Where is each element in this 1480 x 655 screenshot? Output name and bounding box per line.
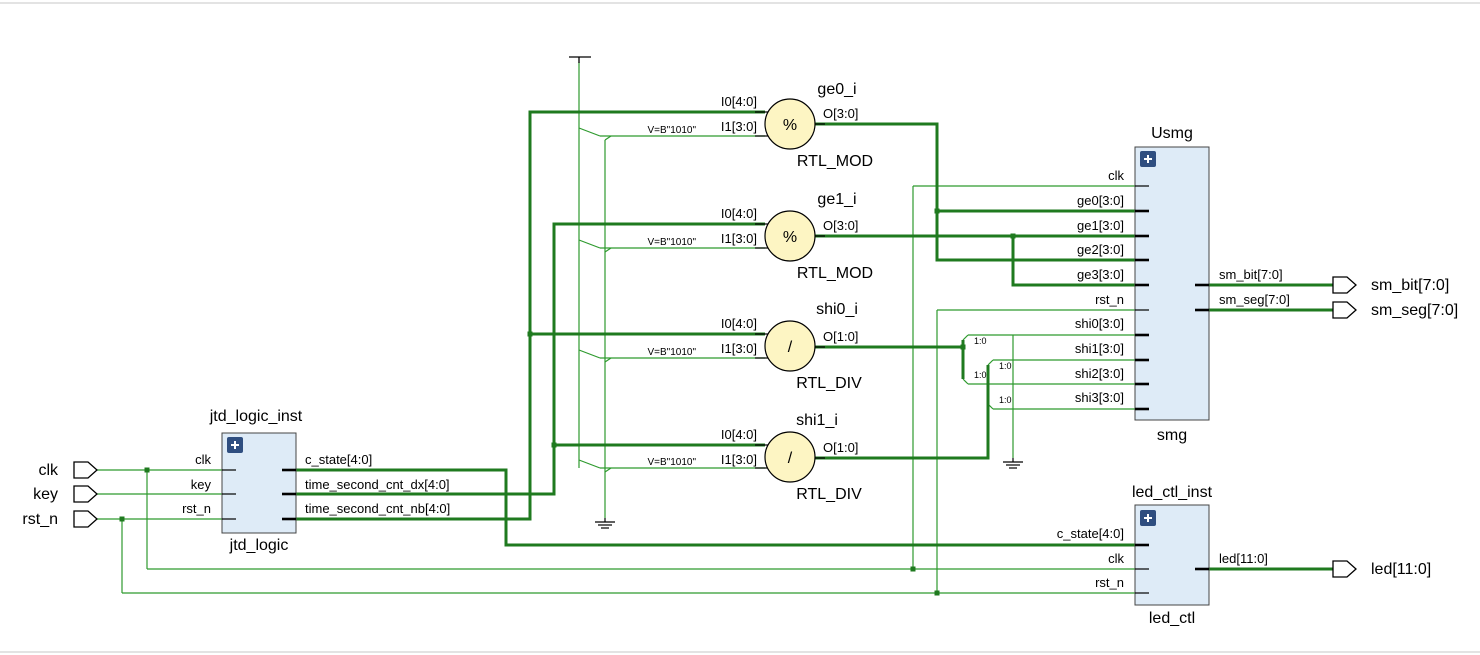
pin-label: O[1:0]	[823, 440, 858, 455]
pin-label: ge1[3:0]	[1077, 218, 1124, 233]
pin-label: I0[4:0]	[721, 206, 757, 221]
plus-icon[interactable]	[1140, 510, 1156, 526]
block-jtd-logic-inst[interactable]: jtd_logic_inst clk key rst_n c_state[4:0…	[182, 408, 450, 554]
operator-type: RTL_DIV	[796, 375, 862, 392]
input-port-icon	[73, 510, 98, 528]
pin-label: I1[3:0]	[721, 452, 757, 467]
slice-label: 1:0	[974, 370, 987, 380]
operator-type: RTL_MOD	[797, 153, 873, 170]
output-port-icon	[1332, 560, 1357, 578]
pin-label: clk	[195, 452, 211, 467]
output-port-label: sm_bit[7:0]	[1371, 277, 1449, 294]
input-port-key[interactable]: key	[33, 485, 98, 503]
pin-label: ge3[3:0]	[1077, 267, 1124, 282]
ground-icon	[1003, 458, 1023, 469]
bus-wires	[296, 110, 1333, 571]
input-port-label: key	[33, 486, 58, 503]
block-led-ctl-inst[interactable]: led_ctl_inst c_state[4:0] clk rst_n led[…	[1057, 484, 1268, 627]
operator-name: shi1_i	[796, 412, 838, 429]
vcc-rail	[569, 56, 591, 63]
plus-icon[interactable]	[1140, 151, 1156, 167]
input-port-label: clk	[38, 462, 59, 479]
input-port-clk[interactable]: clk	[38, 461, 98, 479]
plus-icon[interactable]	[227, 437, 243, 453]
pin-label: ge2[3:0]	[1077, 242, 1124, 257]
pin-label: c_state[4:0]	[305, 452, 372, 467]
output-port-sm_bit[interactable]: sm_bit[7:0]	[1332, 276, 1449, 294]
input-port-label: rst_n	[22, 511, 58, 528]
pin-label: I1[3:0]	[721, 341, 757, 356]
instance-name: jtd_logic_inst	[209, 408, 303, 425]
constant-label: V=B"1010"	[647, 457, 696, 468]
pin-label: shi2[3:0]	[1075, 366, 1124, 381]
pin-label: rst_n	[1095, 292, 1124, 307]
operator-shi0-i[interactable]: shi0_i / I0[4:0] I1[3:0] O[1:0] V=B"1010…	[647, 301, 862, 392]
pin-label: c_state[4:0]	[1057, 526, 1124, 541]
pin-label: shi3[3:0]	[1075, 390, 1124, 405]
pin-label: O[3:0]	[823, 106, 858, 121]
input-port-icon	[73, 485, 98, 503]
instance-type: jtd_logic	[229, 537, 289, 554]
output-port-label: led[11:0]	[1371, 561, 1431, 578]
pin-label: sm_bit[7:0]	[1219, 267, 1283, 282]
operator-symbol: %	[783, 117, 797, 134]
pin-label: time_second_cnt_nb[4:0]	[305, 501, 450, 516]
junction-dots	[119, 208, 1016, 596]
pin-label: key	[191, 477, 212, 492]
operator-symbol: %	[783, 229, 797, 246]
thin-wires	[97, 62, 1135, 594]
slice-labels: 1:0 1:0 1:0 1:0	[974, 336, 1012, 405]
output-port-led[interactable]: led[11:0]	[1332, 560, 1431, 578]
slice-label: 1:0	[999, 361, 1012, 371]
instance-name: Usmg	[1151, 125, 1193, 142]
pin-label: I0[4:0]	[721, 316, 757, 331]
ground-icon	[595, 518, 615, 529]
operator-name: shi0_i	[816, 301, 858, 318]
constant-label: V=B"1010"	[647, 237, 696, 248]
constant-label: V=B"1010"	[647, 125, 696, 136]
pin-label: I1[3:0]	[721, 119, 757, 134]
pin-label: rst_n	[1095, 575, 1124, 590]
pin-label: ge0[3:0]	[1077, 193, 1124, 208]
operator-shi1-i[interactable]: shi1_i / I0[4:0] I1[3:0] O[1:0] V=B"1010…	[647, 412, 862, 503]
pin-label: I1[3:0]	[721, 231, 757, 246]
block-usmg[interactable]: Usmg clk ge0[3:0] ge1[3:0] ge2[3:0] ge3[…	[1075, 125, 1290, 444]
pin-label: O[1:0]	[823, 329, 858, 344]
operator-ge1-i[interactable]: ge1_i % I0[4:0] I1[3:0] O[3:0] V=B"1010"…	[647, 191, 873, 282]
operator-name: ge0_i	[817, 81, 856, 98]
pin-label: led[11:0]	[1219, 551, 1268, 566]
pin-label: sm_seg[7:0]	[1219, 292, 1290, 307]
operator-name: ge1_i	[817, 191, 856, 208]
operator-type: RTL_MOD	[797, 265, 873, 282]
instance-name: led_ctl_inst	[1132, 484, 1213, 501]
input-port-icon	[73, 461, 98, 479]
operator-ge0-i[interactable]: ge0_i % I0[4:0] I1[3:0] O[3:0] V=B"1010"…	[647, 81, 873, 170]
pin-label: rst_n	[182, 501, 211, 516]
pin-label: clk	[1108, 168, 1124, 183]
pin-label: clk	[1108, 551, 1124, 566]
output-port-icon	[1332, 276, 1357, 294]
pin-label: shi0[3:0]	[1075, 316, 1124, 331]
operator-type: RTL_DIV	[796, 486, 862, 503]
input-port-rst_n[interactable]: rst_n	[22, 510, 98, 528]
slice-label: 1:0	[974, 336, 987, 346]
pin-label: time_second_cnt_dx[4:0]	[305, 477, 450, 492]
operator-symbol: /	[788, 339, 793, 356]
pin-label: O[3:0]	[823, 218, 858, 233]
output-port-icon	[1332, 301, 1357, 319]
pin-label: I0[4:0]	[721, 94, 757, 109]
output-port-label: sm_seg[7:0]	[1371, 302, 1458, 319]
slice-label: 1:0	[999, 395, 1012, 405]
instance-type: led_ctl	[1149, 610, 1195, 627]
operator-symbol: /	[788, 450, 793, 467]
pin-label: I0[4:0]	[721, 427, 757, 442]
output-port-sm_seg[interactable]: sm_seg[7:0]	[1332, 301, 1458, 319]
constant-label: V=B"1010"	[647, 347, 696, 358]
pin-label: shi1[3:0]	[1075, 341, 1124, 356]
instance-type: smg	[1157, 427, 1187, 444]
